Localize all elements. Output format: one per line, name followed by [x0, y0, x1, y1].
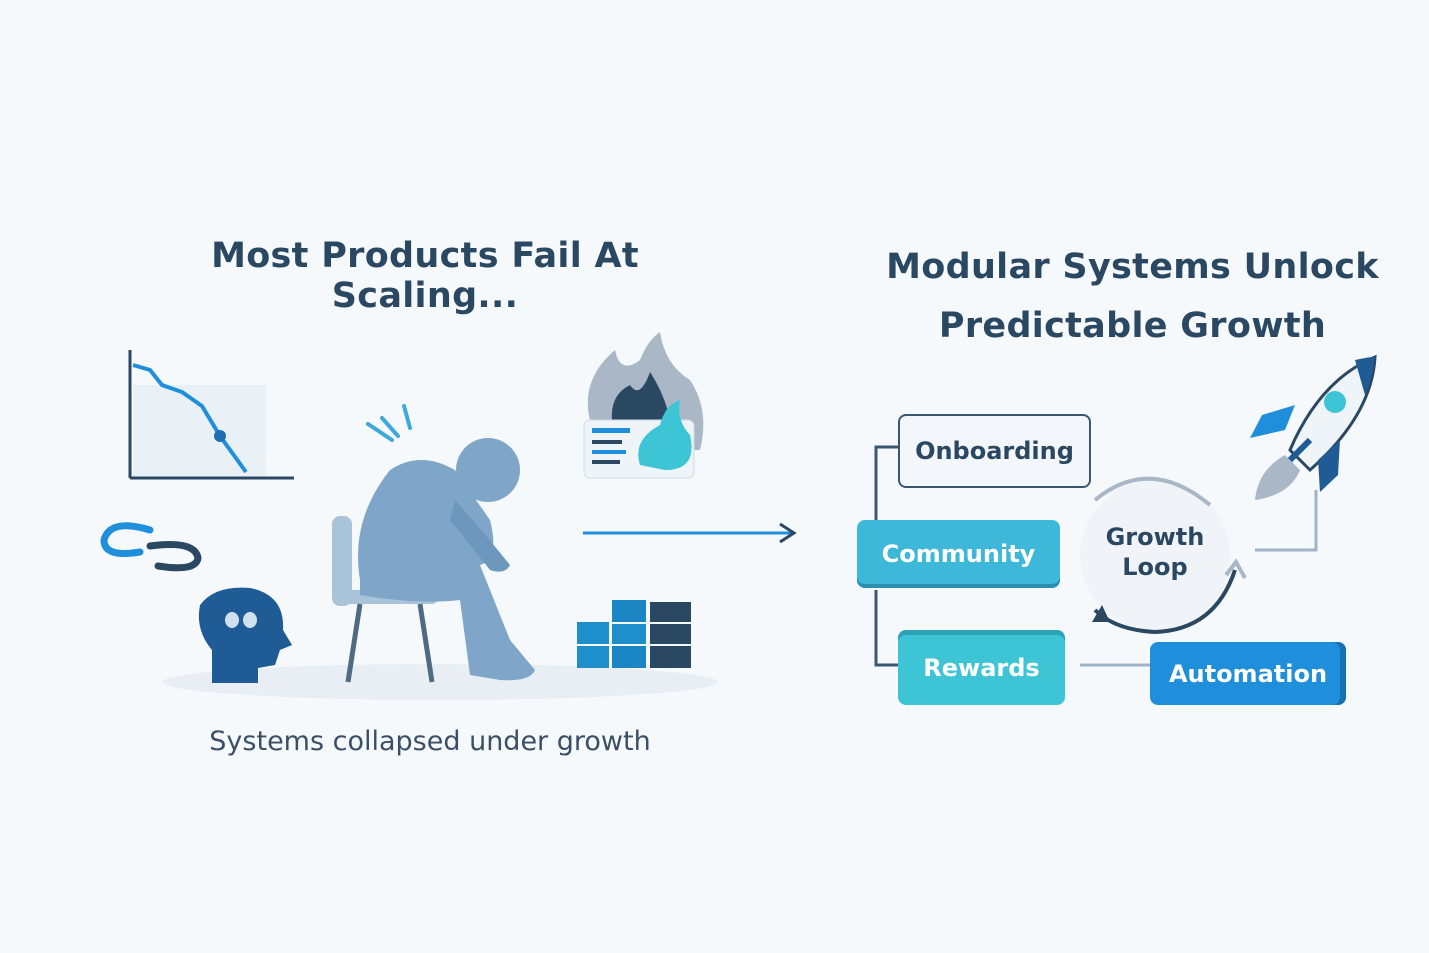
growth-loop-line-1: Growth — [1105, 523, 1205, 551]
module-rewards: Rewards — [898, 630, 1065, 705]
growth-loop-label: Growth Loop — [1090, 522, 1220, 582]
head-icon — [198, 587, 292, 683]
module-connectors — [874, 445, 1318, 667]
declining-chart-icon — [128, 350, 294, 480]
burning-document-icon — [583, 332, 704, 479]
module-onboarding: Onboarding — [898, 414, 1091, 488]
right-panel-title: Modular Systems Unlock Predictable Growt… — [880, 238, 1385, 356]
left-panel-caption: Systems collapsed under growth — [209, 726, 651, 757]
ground-shadow — [162, 664, 718, 700]
left-panel-title: Most Products Fail At Scaling... — [211, 236, 639, 316]
transition-arrow-icon — [583, 522, 797, 544]
right-title-line-2: Predictable Growth — [938, 306, 1327, 346]
stacked-blocks-icon — [577, 600, 691, 668]
stressed-person-icon — [332, 404, 535, 683]
right-title-line-1: Modular Systems Unlock — [886, 247, 1379, 287]
growth-loop-cycle-icon — [1080, 476, 1247, 635]
module-automation: Automation — [1150, 642, 1346, 705]
growth-loop-line-2: Loop — [1122, 553, 1188, 581]
broken-chain-icon — [100, 522, 202, 572]
module-community: Community — [857, 520, 1060, 588]
rocket-icon — [1250, 354, 1377, 500]
